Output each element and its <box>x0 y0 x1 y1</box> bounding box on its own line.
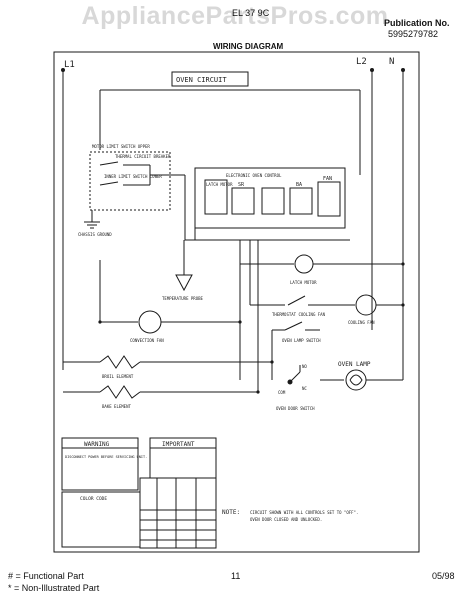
functional-part-legend: # = Functional Part <box>8 571 84 581</box>
broil-element-icon <box>99 355 141 369</box>
thermostat-fan-label: THERMOSTAT COOLING FAN <box>272 312 326 317</box>
diagram-frame <box>53 51 420 553</box>
l2-terminal <box>370 68 374 72</box>
convection-fan-icon <box>138 310 162 334</box>
publication-number: 5995279782 <box>388 29 439 39</box>
oven-lamp-label: OVEN LAMP <box>338 361 371 368</box>
no-label: NO <box>302 364 307 369</box>
warning-title: WARNING <box>84 441 110 448</box>
neutral-terminal <box>401 68 405 72</box>
publication-date: 05/98 <box>432 571 455 581</box>
temperature-probe-label: TEMPERATURE PROBE <box>162 296 204 301</box>
oven-lamp-switch-label: OVEN LAMP SWITCH <box>282 338 321 343</box>
ground-label: CHASSIS GROUND <box>78 232 112 237</box>
note-line-2: OVEN DOOR CLOSED AND UNLOCKED. <box>250 517 322 522</box>
color-code-title: COLOR CODE <box>80 496 107 502</box>
electronic-oven-control <box>194 167 346 229</box>
warning-box <box>61 437 139 491</box>
thermal-breaker-label: THERMAL CIRCUIT BREAKER <box>115 154 171 159</box>
latch-motor-icon <box>294 254 314 274</box>
wire-gauge-table <box>139 477 217 549</box>
nc-label: NC <box>302 386 307 391</box>
non-illustrated-part-legend: * = Non-Illustrated Part <box>8 583 100 593</box>
temperature-probe-icon <box>175 274 193 292</box>
ba-label: BA <box>296 182 302 188</box>
model-number: EL 37 9C <box>232 8 270 18</box>
warning-body: DISCONNECT POWER BEFORE SERVICING UNIT. <box>65 455 147 459</box>
limit-switch-area <box>89 151 171 211</box>
convection-fan-label: CONVECTION FAN <box>130 338 164 343</box>
page-number: 11 <box>231 571 241 581</box>
fan-label: FAN <box>323 176 332 182</box>
door-switch-icon <box>289 371 301 383</box>
note-line-1: CIRCUIT SHOWN WITH ALL CONTROLS SET TO "… <box>250 510 358 515</box>
rail-label-l2: L2 <box>356 57 367 67</box>
oven-circuit-box <box>171 71 249 87</box>
cooling-fan-label: COOLING FAN <box>348 320 375 325</box>
bake-element-icon <box>99 385 141 399</box>
bake-element-label: BAKE ELEMENT <box>102 404 131 409</box>
latch-motor-label: LATCH MOTOR <box>290 280 317 285</box>
oven-circuit-label: OVEN CIRCUIT <box>176 76 227 84</box>
watermark: AppliancePartsPros.com <box>81 2 389 30</box>
com-label: COM <box>278 390 286 395</box>
diagram-title: WIRING DIAGRAM <box>213 42 284 51</box>
rail-label-neutral: N <box>389 57 394 67</box>
oven-lamp-icon <box>345 369 367 391</box>
inner-limit-switch-label: INNER LIMIT SWITCH LOWER <box>104 174 162 179</box>
door-switch-label: OVEN DOOR SWITCH <box>276 406 315 411</box>
important-title: IMPORTANT <box>162 441 195 448</box>
l1-terminal <box>61 68 65 72</box>
ground-icon <box>84 221 100 229</box>
broil-element-label: BROIL ELEMENT <box>102 374 134 379</box>
cooling-fan-icon <box>355 294 377 316</box>
motor-limit-switch-label: MOTOR LIMIT SWITCH UPPER <box>92 144 150 149</box>
rail-label-l1: L1 <box>64 60 75 70</box>
note-label: NOTE: <box>222 509 240 516</box>
control-label: ELECTRONIC OVEN CONTROL <box>226 173 282 178</box>
latch-label: LATCH MOTOR <box>206 182 233 187</box>
sr-label: SR <box>238 182 245 188</box>
publication-label: Publication No. <box>384 18 450 28</box>
